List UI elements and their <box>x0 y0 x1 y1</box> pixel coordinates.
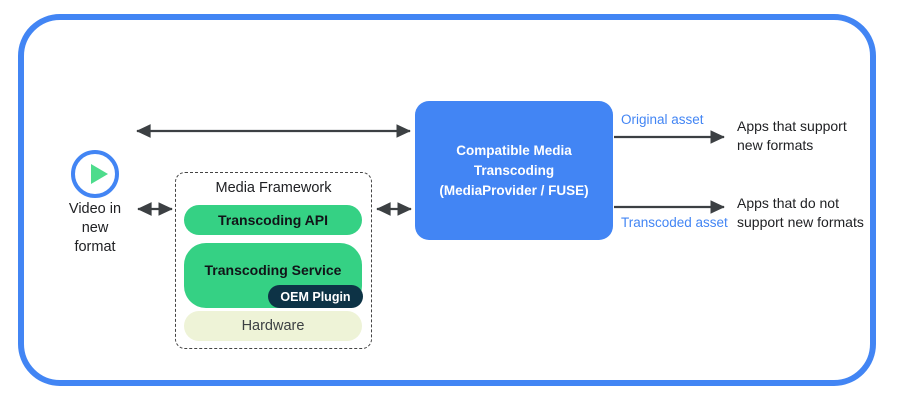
layer-transcoding-service-label: Transcoding Service <box>204 262 342 278</box>
compatible-media-transcoding-label: Compatible Media Transcoding (MediaProvi… <box>439 142 589 198</box>
layer-hardware-label: Hardware <box>241 318 305 334</box>
video-source-label: Video in new format <box>68 201 122 255</box>
apps-that-support-label: Apps that support new formats <box>737 118 847 153</box>
transcoded-asset-label: Transcoded asset <box>621 215 728 230</box>
layer-oem-plugin-label: OEM Plugin <box>280 289 351 304</box>
layer-oem-plugin[interactable]: OEM Plugin <box>268 285 363 308</box>
media-framework-title: Media Framework <box>215 180 332 196</box>
play-triangle-icon <box>91 164 108 184</box>
original-asset-label: Original asset <box>621 112 704 127</box>
compatible-media-transcoding-box[interactable]: Compatible Media Transcoding (MediaProvi… <box>415 101 613 240</box>
play-circle-icon <box>71 150 119 198</box>
apps-that-do-not-support-label: Apps that do not support new formats <box>737 195 864 230</box>
layer-hardware[interactable]: Hardware <box>184 311 362 341</box>
layer-transcoding-api[interactable]: Transcoding API <box>184 205 362 235</box>
layer-transcoding-api-label: Transcoding API <box>218 212 328 228</box>
